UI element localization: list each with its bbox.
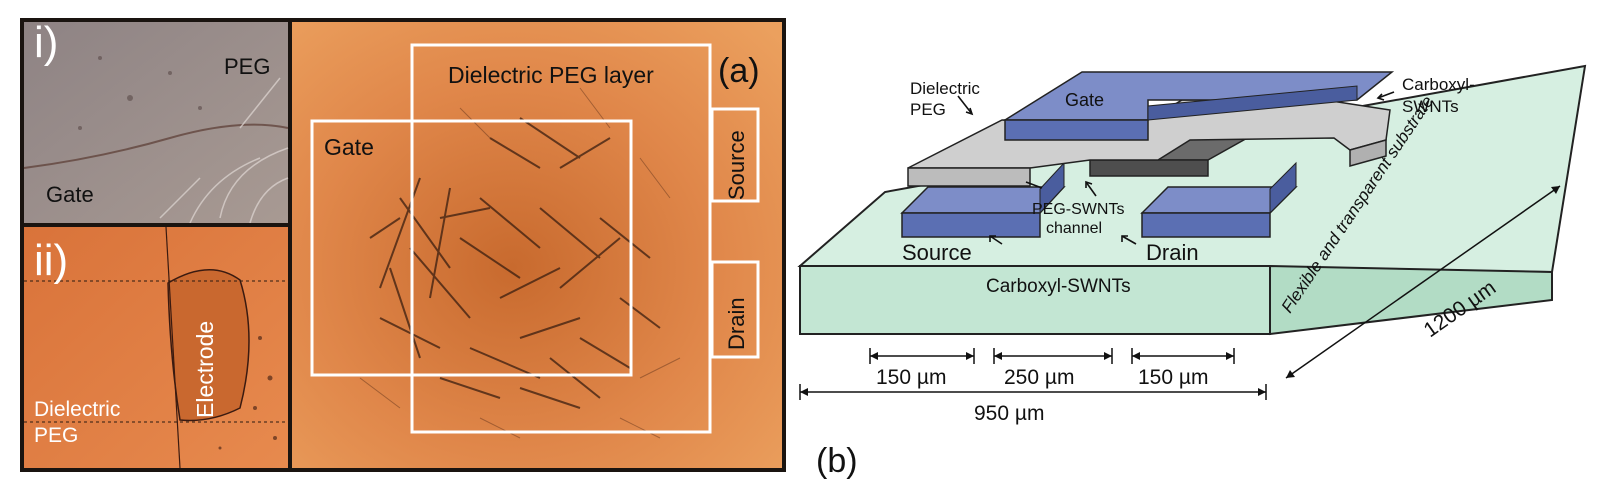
dielectric-peg-label-2: PEG xyxy=(910,100,946,119)
inset-ii-dielectric-label-2: PEG xyxy=(34,424,79,447)
channel-label-2: channel xyxy=(1046,220,1102,237)
drain-electrode xyxy=(1141,212,1271,238)
panel-a-letter: (a) xyxy=(718,52,760,90)
drain-box xyxy=(710,260,760,359)
dielectric-peg-label-1: Dielectric xyxy=(910,79,980,98)
peg-flakes xyxy=(369,117,661,409)
gate-label-b: Gate xyxy=(1065,90,1104,110)
substrate-side xyxy=(1269,264,1553,336)
schematic-panel-b: Dielectric PEG Gate Carboxyl- SWNTs Flex… xyxy=(790,0,1600,494)
source-label-b: Source xyxy=(902,240,972,265)
dim-label-150-right: 150 µm xyxy=(1138,366,1208,389)
gate-electrode xyxy=(1004,119,1149,141)
electrode-shape xyxy=(167,269,250,422)
dim-label-150-left: 150 µm xyxy=(876,366,946,389)
inset-i-peg-label: PEG xyxy=(224,54,271,79)
gate-label: Gate xyxy=(324,134,374,160)
channel-label-1: PEG-SWNTs xyxy=(1032,201,1124,218)
inset-i-gate-label: Gate xyxy=(46,182,94,207)
inset-ii-electrode-label: Electrode xyxy=(192,320,218,418)
drain-label-b: Drain xyxy=(1146,240,1199,265)
source-electrode xyxy=(901,212,1041,238)
device-schematic: Dielectric PEG Gate Carboxyl- SWNTs Flex… xyxy=(797,64,1587,480)
inset-ii-dielectric-label-1: Dielectric xyxy=(34,398,121,421)
peg-layer-box xyxy=(410,43,712,434)
inset-i-numeral: i) xyxy=(34,18,59,67)
dimension-lines xyxy=(799,185,1561,400)
dim-label-950: 950 µm xyxy=(974,402,1044,425)
carboxyl-front-label: Carboxyl-SWNTs xyxy=(986,276,1131,297)
gate-box xyxy=(310,119,633,377)
micrograph-figure xyxy=(20,18,786,472)
source-label: Source xyxy=(724,130,749,200)
micrograph-panel-a: i) PEG Gate ii) Electrode Dielectric PEG… xyxy=(20,18,786,472)
dim-label-250: 250 µm xyxy=(1004,366,1074,389)
inset-ii-numeral: ii) xyxy=(34,236,69,285)
carboxyl-top-label-1: Carboxyl- xyxy=(1402,75,1475,94)
drain-label: Drain xyxy=(724,297,749,350)
peg-layer-label: Dielectric PEG layer xyxy=(448,62,654,88)
carboxyl-top-label-2: SWNTs xyxy=(1402,97,1459,116)
panel-b-letter: (b) xyxy=(816,442,858,480)
source-box xyxy=(710,107,760,203)
